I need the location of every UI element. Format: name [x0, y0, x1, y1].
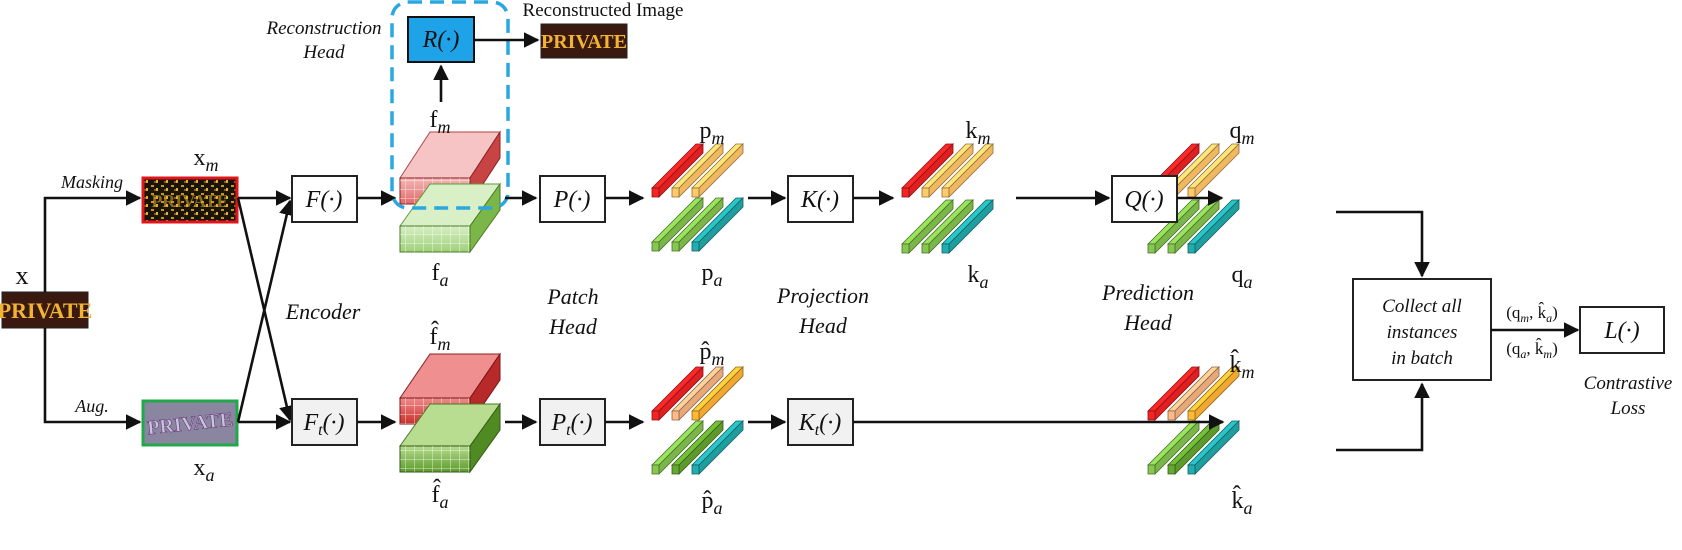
xa-label: xa: [194, 455, 215, 485]
collect-box: [1352, 278, 1492, 381]
contrastive-loss-label-1: Contrastive: [1584, 373, 1673, 394]
masking-arrow: [43, 190, 142, 292]
loss-L-box: [1579, 306, 1665, 354]
encoder-F-label: F(·): [305, 187, 343, 213]
bars-p-bottom-bar-2: [671, 197, 724, 252]
contrastive-loss-label-2: Loss: [1610, 398, 1646, 419]
pa-label: pa: [702, 260, 723, 290]
bars-q-bottom-bar-3: [1187, 199, 1240, 254]
pair-bottom-label: (qa, k̂m): [1506, 338, 1558, 361]
masking-label: Masking: [60, 172, 123, 192]
bars-ph-top-bar-3: [691, 366, 744, 421]
reconstructed-image-text: PRIVATE: [541, 31, 627, 53]
bars-ph-top-bar-1: [651, 366, 704, 421]
input-image: PRIVATE: [0, 291, 92, 329]
pha-label: p̂a: [702, 488, 723, 518]
masked-image-text: PRIVATE: [151, 191, 228, 211]
km-label: km: [966, 118, 991, 148]
encoder-F-box: [291, 175, 358, 223]
loss-L-label: L(·): [1603, 318, 1639, 344]
projection-K-label: K(·): [800, 187, 839, 213]
fa-label: fa: [432, 260, 449, 290]
patch-P-label: P(·): [553, 187, 591, 213]
bars-ph-bottom-bar-1: [651, 420, 704, 475]
prediction-head-label-2: Head: [1123, 310, 1173, 335]
tokens-p: [651, 143, 744, 252]
ka-label: ka: [968, 262, 989, 292]
arrow-kh-collect: [1336, 382, 1430, 452]
bars-kh-top-bar-1: [1147, 366, 1200, 421]
fm-label: fm: [430, 107, 451, 137]
reconstructed-image-label: Reconstructed Image: [523, 0, 684, 21]
bars-k-bottom-bar-3: [941, 199, 994, 254]
projection-head-label-2: Head: [798, 313, 848, 338]
patch-head-label-2: Head: [548, 314, 598, 339]
bars-kh-top-bar-3: [1187, 366, 1240, 421]
qm-label: qm: [1230, 118, 1255, 148]
patch-Pt-label: Pt(·): [550, 410, 592, 439]
tokens-k-hat: [1147, 366, 1240, 475]
prediction-head-label-1: Prediction: [1101, 280, 1194, 305]
x-label: x: [16, 261, 29, 290]
khm-label: k̂m: [1230, 349, 1255, 382]
encoder-label: Encoder: [285, 299, 361, 324]
projection-Kt-label: Kt(·): [798, 410, 841, 439]
prediction-Q-label: Q(·): [1124, 187, 1163, 213]
fhm-label: f̂m: [430, 321, 451, 354]
collect-label-2: instances: [1387, 322, 1458, 343]
bars-p-bottom-bar-1: [651, 197, 704, 252]
reconstruction-head-label-1: Reconstruction: [265, 18, 381, 39]
kha-label: k̂a: [1232, 485, 1253, 518]
bars-kh-top-bar-2: [1167, 366, 1220, 421]
aug-label: Aug.: [74, 396, 109, 416]
tokens-k: [901, 143, 994, 254]
bars-p-bottom-bar-3: [691, 197, 744, 252]
bars-k-bottom-bar-1: [901, 199, 954, 254]
encoder-Ft-label: Ft(·): [302, 410, 344, 439]
reconstruction-R-box: [407, 16, 475, 63]
bars-p-top-bar-1: [651, 143, 704, 198]
arrow-xa-F: [236, 199, 295, 423]
masked-image: PRIVATE: [141, 176, 239, 224]
bars-p-top-bar-3: [691, 143, 744, 198]
reconstructed-image: PRIVATE: [540, 23, 628, 59]
bars-q-bottom-bar-2: [1167, 199, 1220, 254]
arrow-q-collect: [1336, 210, 1430, 278]
augmented-image-text: PRIVATE: [146, 409, 234, 440]
bars-kh-bottom-bar-3: [1187, 420, 1240, 475]
pm-label: pm: [700, 118, 725, 148]
bars-kh-bottom-bar-2: [1167, 420, 1220, 475]
feature-fa-cuboid: [399, 182, 501, 254]
bars-k-top-bar-2: [921, 143, 974, 198]
qa-label: qa: [1232, 262, 1253, 292]
collect-label-3: in batch: [1391, 348, 1453, 369]
xm-label: xm: [194, 145, 219, 175]
phm-label: p̂m: [700, 339, 725, 369]
reconstruction-head-label-2: Head: [302, 42, 345, 63]
bars-ph-bottom-bar-3: [691, 420, 744, 475]
bars-k-bottom-bar-2: [921, 199, 974, 254]
pair-top-label: (qm, k̂a): [1506, 302, 1558, 325]
bars-p-top-bar-2: [671, 143, 724, 198]
patch-head-label-1: Patch: [546, 284, 598, 309]
input-image-text: PRIVATE: [0, 298, 92, 323]
bars-ph-bottom-bar-2: [671, 420, 724, 475]
bars-q-top-bar-3: [1187, 143, 1240, 198]
fha-label: f̂a: [432, 479, 449, 512]
augmented-image: PRIVATE: [141, 399, 239, 447]
aug-arrow: [43, 328, 142, 430]
encoder-Ft-box: [291, 398, 358, 446]
reconstruction-R-label: R(·): [422, 27, 460, 53]
projection-head-label-1: Projection: [776, 283, 869, 308]
patch-P-box: [539, 175, 606, 223]
feature-fha-cuboid: [399, 402, 501, 474]
bars-k-top-bar-1: [901, 143, 954, 198]
collect-label-1: Collect all: [1382, 296, 1462, 317]
bars-k-top-bar-3: [941, 143, 994, 198]
bars-ph-top-bar-2: [671, 366, 724, 421]
prediction-Q-box: [1111, 175, 1178, 223]
tokens-p-hat: [651, 366, 744, 475]
